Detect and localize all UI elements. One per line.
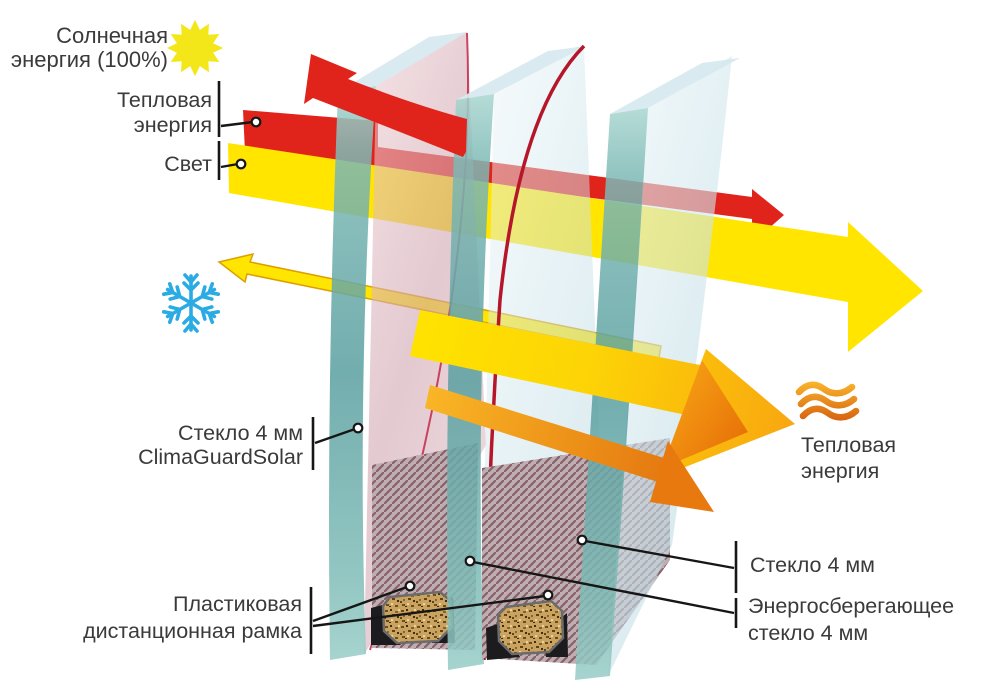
glass-energy-line <box>472 560 735 615</box>
glass-climaguard-line <box>314 427 356 445</box>
heat-out-label-line1: Тепловая <box>801 433 896 457</box>
light-anchor <box>235 158 247 170</box>
callouts <box>217 81 738 654</box>
spacer-anchor-1 <box>404 580 416 592</box>
light-line <box>220 162 239 169</box>
inner-heat-shaft <box>425 385 664 482</box>
glass-climaguard-label-line2: ClimaGuardSolar <box>138 445 303 469</box>
spacer-line-2 <box>312 594 546 628</box>
heat-in-label-line1: Тепловая <box>117 88 212 112</box>
glass-energy-anchor <box>464 555 476 567</box>
light-label: Свет <box>164 152 212 176</box>
heat-in-line <box>220 120 254 128</box>
glass-inner-line <box>584 539 735 570</box>
glass-energy-label-line1: Энергосберегающее <box>748 594 954 618</box>
labels: Солнечная энергия (100%) Тепловая энерги… <box>11 23 954 645</box>
pane1-top-face <box>338 32 467 92</box>
glass-inner-label: Стекло 4 мм <box>750 553 875 577</box>
heat-in-anchor <box>250 116 262 128</box>
snowflake-icon <box>161 273 221 333</box>
heat-in-label-line2: энергия <box>134 113 212 137</box>
reflected-heat-arrow <box>304 54 467 157</box>
pane2-top-face <box>456 46 586 100</box>
glass-energy-label-line2: стекло 4 мм <box>748 621 868 645</box>
spacer1-desiccant <box>381 590 454 645</box>
glass-climaguard-anchor <box>352 422 364 434</box>
heat-waves-icon <box>795 381 860 421</box>
inner-heat-arrow <box>425 385 714 512</box>
pane2-front-strip <box>447 94 494 670</box>
spacer2-desiccant <box>496 599 565 656</box>
spacer-line-1 <box>312 585 408 623</box>
spacer-label-line1: Пластиковая <box>173 592 302 616</box>
heat-out-label-line2: энергия <box>801 459 879 483</box>
spacer-label-line2: дистанционная рамка <box>83 619 302 643</box>
sun-icon <box>167 19 224 77</box>
transmitted-heat-arrows <box>304 54 795 512</box>
spacer-anchor-2 <box>542 589 554 601</box>
inner-heat-arrowhead <box>650 441 714 512</box>
glass-climaguard-label-line1: Стекло 4 мм <box>178 421 303 445</box>
glass-inner-anchor <box>576 534 588 546</box>
solar-energy-label-line1: Солнечная <box>56 23 168 48</box>
absorbed-heat-arrowhead <box>662 360 748 468</box>
solar-energy-label-line2: энергия (100%) <box>11 47 168 72</box>
pane1-front-strip <box>329 86 376 660</box>
